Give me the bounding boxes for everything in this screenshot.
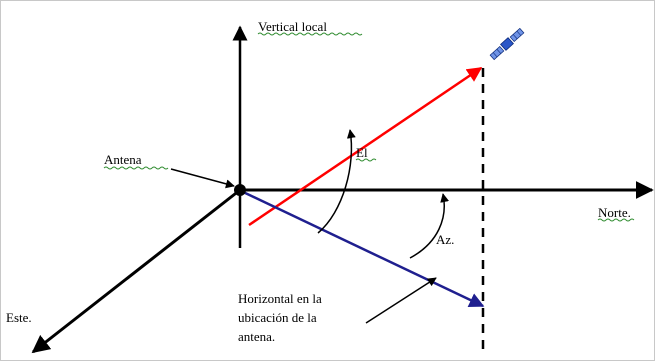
north-label-underline [597,218,635,222]
antenna-pointer [170,168,235,189]
horizontal-label-line1: Horizontal en la [238,291,322,306]
horizontal-label-line2: ubicación de la [238,310,317,325]
north-label: Norte. [598,205,631,220]
east-label: Este. [6,310,32,325]
vertical-label: Vertical local [258,19,327,34]
azimuth-label: Az. [436,232,454,247]
horizontal-pointer [365,277,437,324]
antenna-label: Antena [104,152,142,167]
satellite-icon [489,27,525,61]
elevation-arc [317,129,356,234]
antenna-point [234,184,246,196]
east-axis [31,188,241,354]
elevation-label: El [356,145,368,160]
vertical-label-underline [257,32,363,36]
elevation-label-underline [355,158,377,162]
horizontal-projection [240,189,485,308]
horizontal-label-line3: antena. [238,329,275,344]
azimuth-arc [409,193,450,259]
antenna-label-underline [103,166,169,170]
satellite-ray [248,66,483,227]
